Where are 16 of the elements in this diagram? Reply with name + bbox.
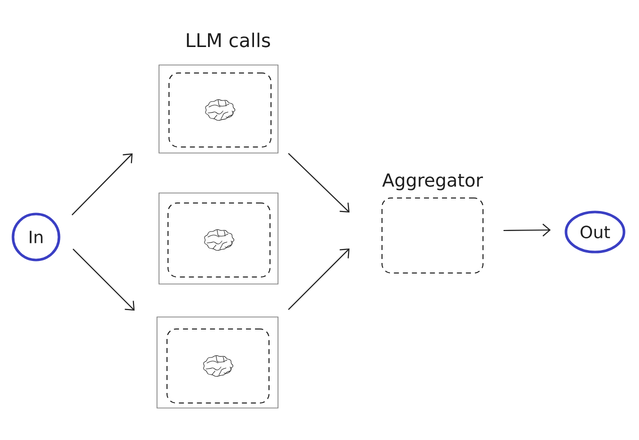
frame-box	[158, 64, 278, 154]
arrow	[288, 248, 350, 310]
dashed-box	[168, 202, 270, 278]
frame-box	[158, 192, 278, 284]
arrow	[288, 153, 350, 212]
frame-box	[156, 316, 278, 408]
oval-node: Out	[564, 210, 626, 254]
dashed-box: Aggregator	[382, 173, 484, 274]
arrow	[72, 248, 135, 311]
dashed-box	[166, 328, 270, 404]
node-label: Aggregator	[382, 173, 483, 190]
circle-node: In	[12, 212, 60, 262]
arrow	[504, 224, 551, 236]
column-heading: LLM calls	[186, 32, 270, 48]
dashed-box	[168, 72, 272, 148]
arrow	[72, 153, 133, 216]
